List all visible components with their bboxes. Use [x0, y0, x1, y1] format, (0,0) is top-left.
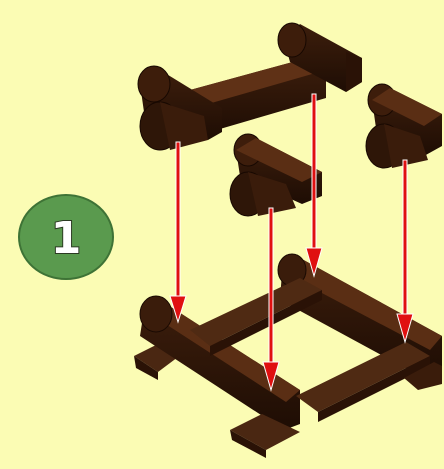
middle-short-log-piece [230, 134, 322, 216]
top-long-log-piece [138, 23, 362, 150]
step-number-badge: 1 [17, 193, 115, 281]
arrow-far-right-icon [397, 160, 413, 342]
right-short-log-piece [366, 84, 442, 168]
step-number: 1 [51, 213, 82, 264]
arrow-left-icon [170, 142, 186, 322]
badge-shape-icon: 1 [17, 193, 115, 281]
